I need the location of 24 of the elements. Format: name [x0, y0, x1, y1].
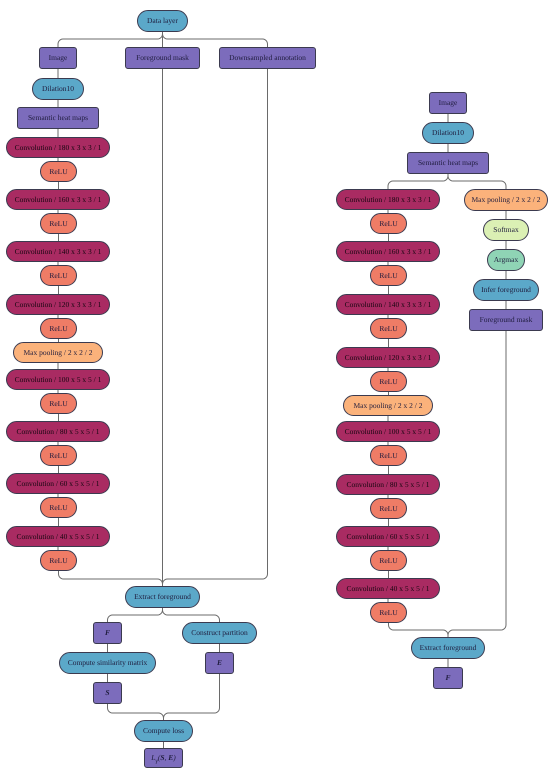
connector-line: [162, 608, 220, 622]
connector-line: [58, 234, 59, 242]
connector-line: [58, 286, 59, 294]
connector-line: [58, 414, 59, 422]
connector-line: [388, 286, 389, 294]
connector-line: [388, 392, 389, 396]
connector-line: [219, 644, 220, 652]
connector-line: [388, 518, 389, 526]
connector-line: [58, 338, 59, 342]
connector-line: [388, 570, 389, 578]
connector-line: [163, 674, 220, 720]
connector-line: [448, 330, 506, 638]
connector-line: [163, 742, 164, 748]
connector-line: [388, 338, 389, 348]
connector-line: [162, 32, 268, 48]
connector-line: [58, 466, 59, 474]
connector-line: [388, 466, 389, 474]
connector-line: [58, 518, 59, 526]
connector-line: [107, 644, 108, 652]
connector-line: [58, 182, 59, 190]
connector-line: [448, 174, 506, 190]
connector-line: [107, 674, 108, 682]
connector-line: [388, 234, 389, 242]
connector-line: [162, 68, 268, 586]
